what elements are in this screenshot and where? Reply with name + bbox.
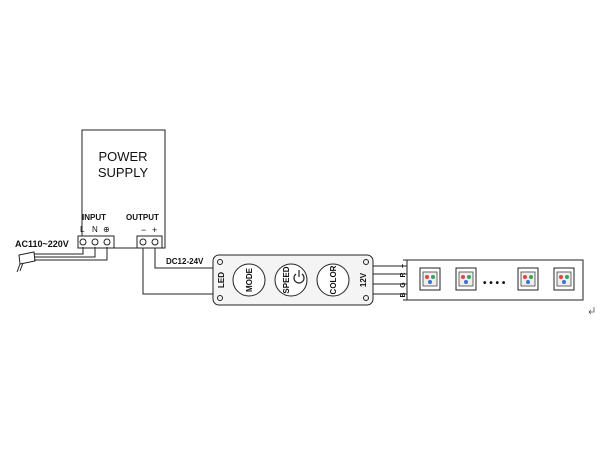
terminal-ground-label: ⊕ (103, 225, 110, 234)
color-button-label: COLOR (329, 265, 338, 294)
strip-pin-r: R (400, 272, 407, 277)
controller-screw-br (363, 295, 369, 301)
terminal-minus-screw (139, 238, 147, 246)
power-supply: POWER SUPPLY INPUT OUTPUT L N ⊕ − + (77, 129, 166, 249)
led-strip: + R G B • • • • (400, 259, 584, 301)
strip-pin-plus: + (400, 264, 407, 268)
controller-voltage-label: 12V (359, 272, 368, 287)
plug-prongs (16, 262, 24, 273)
terminal-ground-screw (103, 238, 111, 246)
terminal-n-label: N (92, 225, 98, 234)
input-terminal-block (77, 235, 115, 249)
terminal-l-label: L (80, 225, 85, 234)
led-chip-2 (455, 267, 477, 291)
input-label: INPUT (82, 213, 106, 222)
strip-ellipsis: • • • • (483, 278, 506, 289)
color-button[interactable] (316, 263, 350, 297)
output-label: OUTPUT (126, 213, 159, 222)
return-mark-icon (588, 307, 595, 315)
led-chip-1 (419, 267, 441, 291)
controller-led-label: LED (217, 272, 226, 288)
terminal-plus-screw (151, 238, 159, 246)
strip-pin-g: G (400, 282, 407, 288)
power-supply-box (81, 129, 166, 249)
controller-screw-bl (217, 295, 223, 301)
terminal-n-screw (91, 238, 99, 246)
terminal-minus-label: − (141, 225, 146, 235)
terminal-plus-label: + (152, 225, 157, 235)
speed-power-button[interactable] (274, 263, 308, 297)
rgb-wires (373, 265, 407, 295)
terminal-l-screw (79, 238, 87, 246)
mains-plug: AC110~220V (15, 239, 108, 273)
power-supply-title-line2: SUPPLY (98, 165, 149, 180)
plug-body (18, 251, 36, 265)
mains-cable (34, 247, 108, 261)
dc-plus-wire (154, 248, 218, 269)
led-chip-3 (517, 267, 539, 291)
power-icon (293, 270, 305, 284)
power-supply-title-line1: POWER (98, 149, 147, 164)
speed-button-label: SPEED (282, 266, 291, 293)
mains-voltage-label: AC110~220V (15, 239, 69, 249)
dc-minus-wire (142, 248, 218, 295)
dc-wiring: DC12-24V (142, 248, 218, 295)
controller-screw-tl (217, 259, 223, 265)
strip-pin-b: B (400, 292, 407, 297)
mode-button[interactable] (232, 263, 266, 297)
dc-voltage-label: DC12-24V (166, 257, 204, 266)
rgb-controller: LED MODE SPEED COLOR 12V (212, 254, 374, 306)
mode-button-label: MODE (245, 267, 254, 292)
controller-screw-tr (363, 259, 369, 265)
led-chip-4 (553, 267, 575, 291)
